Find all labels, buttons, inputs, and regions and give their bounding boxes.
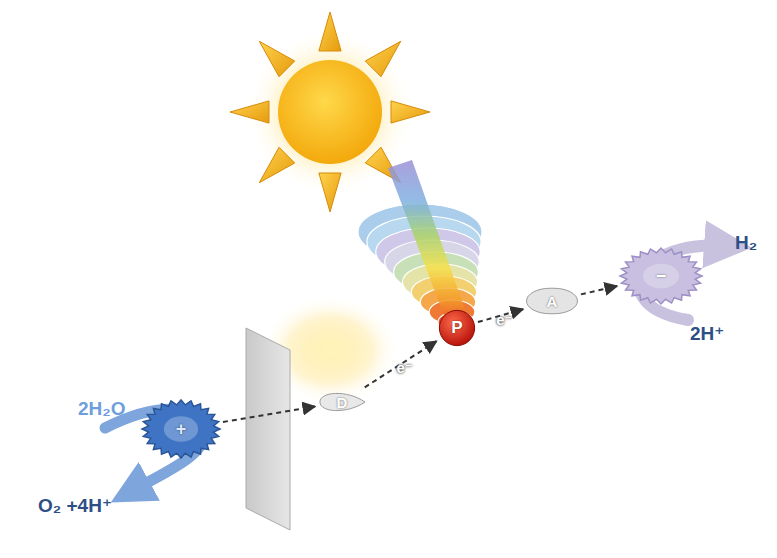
light-beam (388, 160, 468, 326)
catalyst-gear: + (142, 400, 220, 458)
acceptor-pill: A (526, 288, 578, 314)
node-label: − (656, 266, 667, 287)
gear-hub (643, 264, 679, 289)
pill-shape (527, 288, 578, 313)
node-label: P (451, 318, 462, 338)
catalyst-gear: − (620, 248, 702, 304)
sun-ray (230, 101, 269, 123)
ball-shape (439, 310, 474, 345)
node-label: + (176, 419, 187, 440)
chemical-label: 2H⁺ (690, 322, 724, 345)
chemical-label: H₂ (735, 232, 757, 254)
sun-ray (319, 12, 341, 51)
sun-ray (259, 147, 294, 182)
node-label: A (547, 293, 558, 310)
membrane-plate (246, 328, 290, 530)
electron-transfer-arrow (365, 341, 437, 387)
electron-transfer-arrow (223, 407, 315, 422)
chemical-label: O₂ +4H⁺ (38, 494, 112, 517)
gear-teeth (620, 248, 702, 304)
photosensitizer-ball: P (439, 310, 475, 346)
electron-label: e⁻ (496, 311, 512, 329)
gear-teeth (142, 400, 220, 458)
chemical-label: 2H₂O (78, 398, 126, 420)
sun-ray (365, 41, 400, 76)
sun-disc (278, 60, 382, 164)
sun-ray (259, 41, 294, 76)
gear-hub (164, 416, 198, 442)
sun-ray (391, 101, 430, 123)
electron-label: e⁻ (396, 359, 412, 377)
donor-drop: D (318, 389, 366, 415)
sun-ray (319, 173, 341, 212)
electron-transfer-arrow (581, 286, 617, 294)
node-label: D (337, 394, 348, 411)
drop-shape (320, 393, 365, 410)
